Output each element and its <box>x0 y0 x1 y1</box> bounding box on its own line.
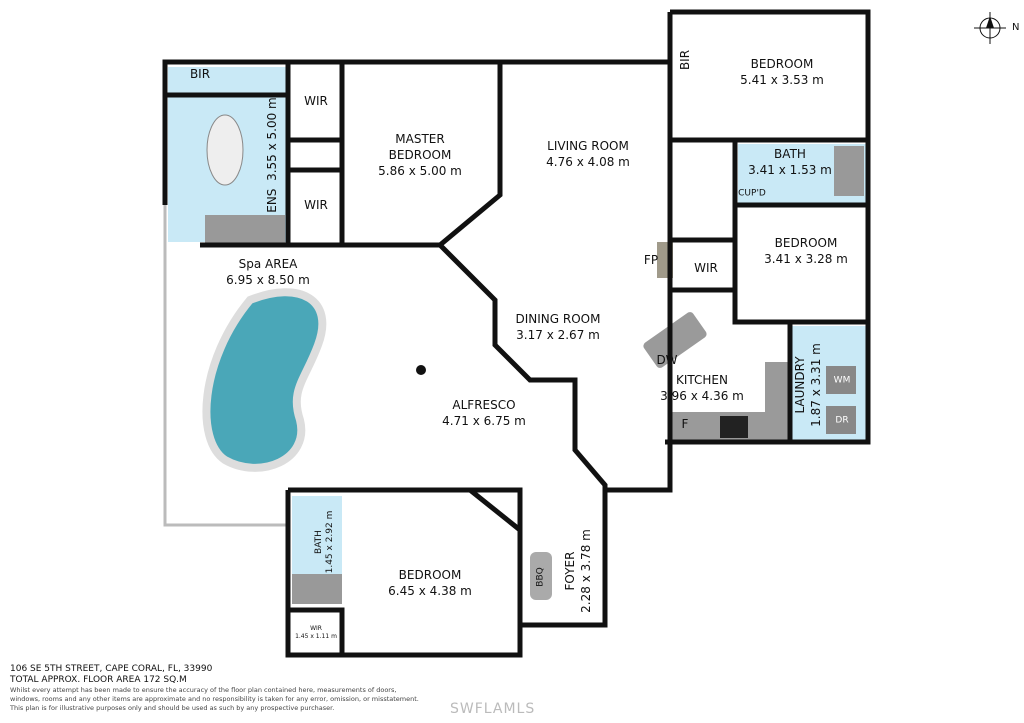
label-spa-area: Spa AREA 6.95 x 8.50 m <box>226 256 310 288</box>
label-wm: WM <box>833 375 851 386</box>
label-alfresco: ALFRESCO 4.71 x 6.75 m <box>442 397 526 429</box>
ens-vanity <box>205 215 285 243</box>
bath-e-name: BATH <box>774 147 806 161</box>
address: 106 SE 5TH STREET, CAPE CORAL, FL, 33990 <box>10 664 213 674</box>
label-bir: BIR <box>189 67 211 81</box>
label-dining-room: DINING ROOM 3.17 x 2.67 m <box>516 311 601 343</box>
compass: N <box>972 10 1019 50</box>
north-arrow-icon <box>974 12 1006 44</box>
bedroom-e-name: BEDROOM <box>774 236 838 250</box>
kitchen-name: KITCHEN <box>675 373 728 387</box>
kitchen-bench <box>668 362 790 440</box>
label-fp: FP <box>643 253 659 267</box>
disclaimer-2: windows, rooms and any other items are a… <box>10 695 419 703</box>
label-fridge: F <box>681 417 689 431</box>
dryer <box>826 406 856 434</box>
kitchen-size: 3.96 x 4.36 m <box>660 389 744 403</box>
laundry-size: 1.87 x 3.31 m <box>809 343 823 427</box>
watermark: SWFLAMLS <box>450 701 536 717</box>
bedroom-e-size: 3.41 x 3.28 m <box>764 252 848 266</box>
alfresco-size: 4.71 x 6.75 m <box>442 414 526 428</box>
master-size: 5.86 x 5.00 m <box>378 164 462 178</box>
bath-sw-name: BATH <box>314 530 324 554</box>
bedroom-s-name: BEDROOM <box>398 568 462 582</box>
ens-name: ENS <box>265 188 279 213</box>
footer: 106 SE 5TH STREET, CAPE CORAL, FL, 33990… <box>10 664 419 713</box>
alfresco-name: ALFRESCO <box>452 398 516 412</box>
bedroom-s-size: 6.45 x 4.38 m <box>388 584 472 598</box>
label-bedroom-ne: BEDROOM 5.41 x 3.53 m <box>740 56 824 88</box>
bbq <box>530 552 552 600</box>
wir-sw-name: WIR <box>310 625 322 632</box>
bedroom-ne-size: 5.41 x 3.53 m <box>740 73 824 87</box>
foyer-size: 2.28 x 3.78 m <box>579 529 593 613</box>
bathtub-icon <box>206 114 244 186</box>
master-line2: BEDROOM <box>388 148 452 162</box>
compass-n: N <box>1012 22 1020 33</box>
kitchen-island <box>643 312 707 368</box>
label-bedroom-s: BEDROOM 6.45 x 4.38 m <box>388 567 472 599</box>
spa-size: 6.95 x 8.50 m <box>226 273 310 287</box>
foyer-name: FOYER <box>563 551 577 591</box>
label-living-room: LIVING ROOM 4.76 x 4.08 m <box>546 138 630 170</box>
label-wir-top: WIR <box>304 94 328 108</box>
label-wir-bottom: WIR <box>304 198 328 212</box>
laundry-name: LAUNDRY <box>793 356 807 414</box>
pool <box>202 288 327 472</box>
spa-name: Spa AREA <box>238 257 298 271</box>
master-line1: MASTER <box>395 132 445 146</box>
label-dw: DW <box>656 353 678 367</box>
bedroom-ne-name: BEDROOM <box>750 57 814 71</box>
bath-sw-floor <box>292 496 342 574</box>
label-master-bedroom: MASTER BEDROOM 5.86 x 5.00 m <box>378 131 462 179</box>
label-bbq: BBQ <box>535 567 546 587</box>
bath-e-size: 3.41 x 1.53 m <box>748 163 832 177</box>
floor-area: TOTAL APPROX. FLOOR AREA 172 SQ.M <box>10 675 187 685</box>
bathtub-e-icon <box>834 146 864 196</box>
wir-sw-size: 1.45 x 1.11 m <box>295 633 337 640</box>
bath-sw-vanity <box>292 574 342 604</box>
label-ens: ENS 3.55 x 5.00 m <box>264 97 280 213</box>
label-bir-bedroom: BIR <box>678 49 692 71</box>
bath-sw-size: 1.45 x 2.92 m <box>325 510 335 574</box>
living-name: LIVING ROOM <box>547 139 629 153</box>
cooktop-icon <box>720 416 748 438</box>
disclaimer-3: This plan is for illustrative purposes o… <box>10 704 335 712</box>
label-kitchen: KITCHEN 3.96 x 4.36 m <box>660 372 744 404</box>
disclaimer-1: Whilst every attempt has been made to en… <box>10 686 397 694</box>
spa-boundary <box>163 205 288 527</box>
label-wir-e: WIR <box>694 261 718 275</box>
living-size: 4.76 x 4.08 m <box>546 155 630 169</box>
ens-size: 3.55 x 5.00 m <box>265 97 279 181</box>
washer <box>826 366 856 394</box>
label-dr: DR <box>835 415 849 426</box>
dining-size: 3.17 x 2.67 m <box>516 328 600 342</box>
label-bath-e: BATH 3.41 x 1.53 m <box>748 146 832 178</box>
walls <box>162 9 871 658</box>
dining-name: DINING ROOM <box>515 312 601 326</box>
label-cupd: CUP'D <box>738 188 766 199</box>
column <box>416 365 426 375</box>
label-bedroom-e: BEDROOM 3.41 x 3.28 m <box>764 235 848 267</box>
